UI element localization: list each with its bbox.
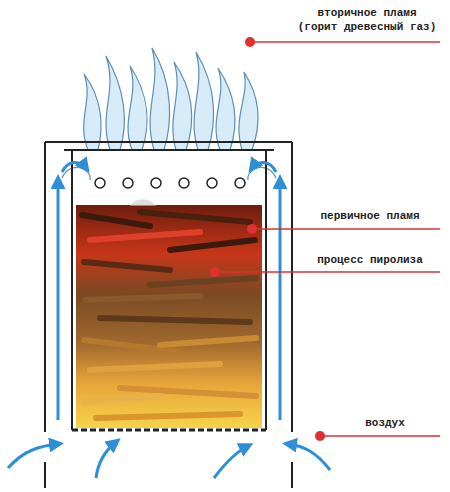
- log: [84, 396, 160, 402]
- flame-tongue: [216, 68, 235, 150]
- log: [90, 364, 220, 370]
- leader-dot: [315, 431, 325, 441]
- log: [82, 215, 150, 226]
- wood-logs: [82, 212, 256, 418]
- flame-tongue: [150, 48, 170, 150]
- callout-label: первичное пламя: [300, 209, 440, 223]
- air-hole: [95, 178, 105, 188]
- flame-swirl: [62, 167, 90, 180]
- log: [150, 278, 256, 285]
- leader-line: [252, 228, 440, 230]
- flame-tongue: [128, 66, 147, 150]
- callout-label: процесс пиролиза: [300, 253, 440, 267]
- air-hole: [207, 178, 217, 188]
- air-hole: [151, 178, 161, 188]
- leader-dot: [245, 37, 255, 47]
- leader-dot: [247, 224, 257, 234]
- flame-tongue: [194, 52, 214, 150]
- air-hole: [123, 178, 133, 188]
- air-arrow: [288, 444, 330, 470]
- log: [90, 232, 200, 240]
- air-hole: [235, 178, 245, 188]
- log: [100, 318, 250, 322]
- leader-line: [320, 435, 440, 437]
- air-arrow: [62, 162, 86, 172]
- inner-container-rim: [64, 149, 274, 151]
- air-arrow: [8, 444, 58, 468]
- log: [140, 212, 250, 222]
- outer-body: [45, 142, 292, 488]
- wood-fuel: [76, 205, 262, 428]
- smoke: [130, 199, 156, 206]
- inner-container-wall: [72, 150, 266, 430]
- air-holes: [95, 178, 245, 188]
- flame-tongue: [239, 72, 258, 150]
- flame-tongue: [106, 56, 124, 150]
- air-arrow: [279, 180, 282, 420]
- air-arrow: [252, 162, 276, 172]
- grate: [72, 429, 266, 432]
- log: [86, 296, 200, 300]
- air-arrow: [214, 446, 248, 478]
- leader-line: [215, 271, 440, 273]
- air-flow: [8, 162, 330, 478]
- log: [170, 240, 255, 250]
- flame-tongue: [84, 74, 101, 150]
- secondary-flame: [84, 48, 258, 150]
- leader-dots: [210, 37, 325, 441]
- log: [160, 338, 256, 345]
- callout-label: воздух: [330, 416, 440, 430]
- flame-swirl: [248, 167, 276, 180]
- air-arrow: [57, 180, 60, 420]
- leader-dot: [210, 267, 220, 277]
- log: [84, 262, 170, 270]
- air-hole: [179, 178, 189, 188]
- flame-tongue: [173, 62, 192, 150]
- callout-label: вторичное пламя (горит древесный газ): [296, 6, 438, 34]
- air-arrow: [96, 442, 116, 478]
- leader-lines: [215, 42, 440, 436]
- log: [96, 414, 240, 418]
- leader-line: [250, 41, 440, 43]
